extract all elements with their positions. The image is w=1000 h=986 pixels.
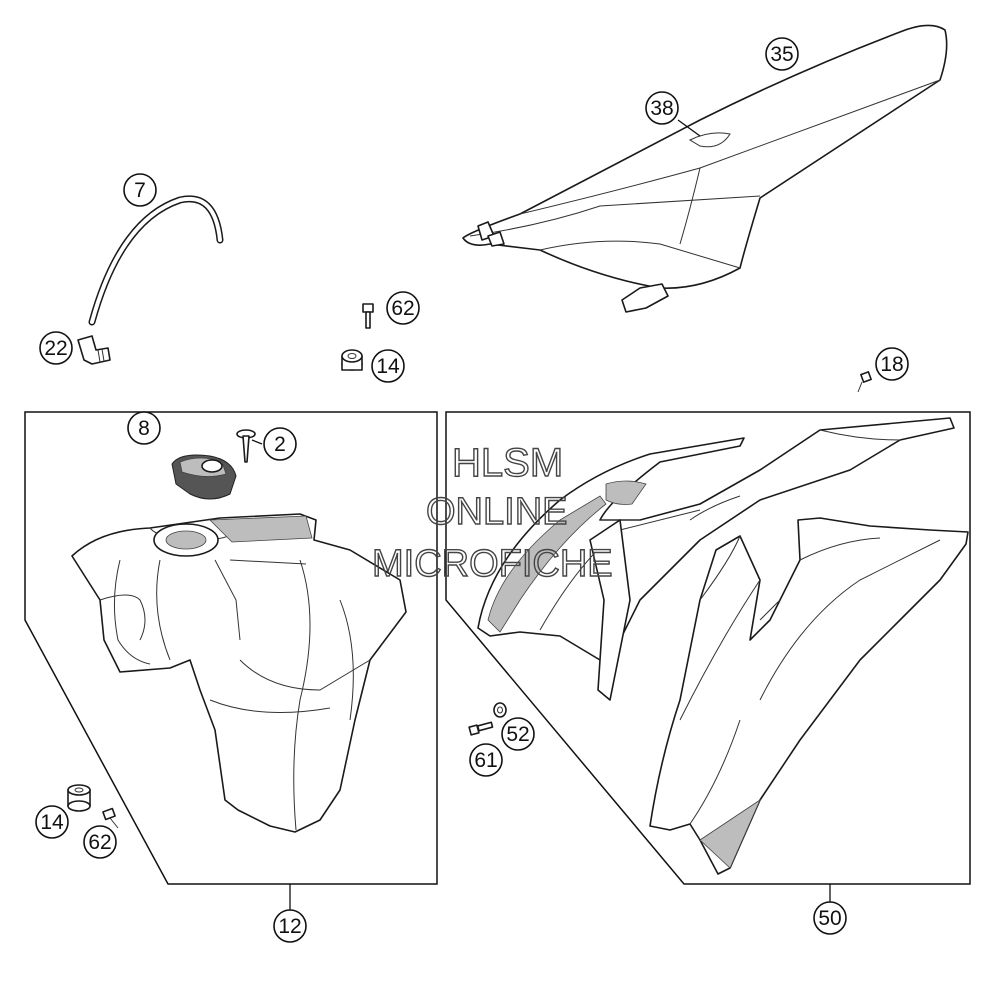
callout-12[interactable]: 12 bbox=[273, 909, 307, 943]
callout-7-label: 7 bbox=[134, 179, 146, 202]
callout-50-label: 50 bbox=[818, 907, 841, 930]
spoiler-right-part[interactable] bbox=[649, 517, 969, 875]
screw-part-61[interactable] bbox=[468, 721, 494, 736]
callout-52[interactable]: 52 bbox=[501, 717, 535, 751]
elbow-fitting-part[interactable] bbox=[77, 335, 111, 365]
callout-62-bottom-label: 62 bbox=[88, 831, 111, 854]
callout-35[interactable]: 35 bbox=[765, 37, 799, 71]
callout-62-bottom[interactable]: 62 bbox=[83, 825, 117, 859]
callout-52-label: 52 bbox=[506, 723, 529, 746]
spacer-part-bottom[interactable] bbox=[67, 784, 91, 812]
leader-lines bbox=[251, 119, 831, 910]
bolt-part-bottom[interactable] bbox=[102, 807, 119, 829]
bolt-part-18[interactable] bbox=[857, 371, 872, 393]
callout-22-label: 22 bbox=[44, 337, 67, 360]
washer-part-52[interactable] bbox=[493, 702, 507, 718]
callout-7[interactable]: 7 bbox=[123, 173, 157, 207]
fuel-hose-part[interactable] bbox=[88, 195, 224, 326]
fuel-tank-part[interactable] bbox=[71, 513, 407, 833]
callout-14-bottom-label: 14 bbox=[40, 811, 64, 834]
callout-14-top-label: 14 bbox=[376, 355, 400, 378]
screw-part[interactable] bbox=[236, 429, 256, 463]
bolt-part-top[interactable] bbox=[362, 303, 374, 329]
callout-18[interactable]: 18 bbox=[875, 347, 909, 381]
callout-62-top[interactable]: 62 bbox=[386, 291, 420, 325]
callout-50[interactable]: 50 bbox=[813, 901, 847, 935]
watermark-line-2: ONLINE bbox=[426, 491, 567, 533]
callout-38[interactable]: 38 bbox=[645, 91, 679, 125]
callout-2[interactable]: 2 bbox=[263, 427, 297, 461]
callout-8-label: 8 bbox=[138, 417, 150, 440]
callout-35-label: 35 bbox=[770, 43, 793, 66]
callout-61[interactable]: 61 bbox=[469, 743, 503, 777]
callout-18-label: 18 bbox=[880, 353, 903, 376]
callout-62-top-label: 62 bbox=[391, 297, 414, 320]
spacer-part-top[interactable] bbox=[341, 349, 363, 371]
callout-14-top[interactable]: 14 bbox=[371, 349, 405, 383]
seat-part[interactable] bbox=[462, 24, 948, 313]
watermark-line-3: MICROFICHE bbox=[372, 543, 613, 585]
callout-61-label: 61 bbox=[474, 749, 497, 772]
callout-2-label: 2 bbox=[274, 433, 286, 456]
callout-14-bottom[interactable]: 14 bbox=[35, 805, 69, 839]
watermark: HLSM ONLINE MICROFICHE bbox=[371, 440, 613, 585]
tank-cap-part[interactable] bbox=[171, 454, 237, 500]
callout-22[interactable]: 22 bbox=[39, 331, 73, 365]
tank-group-frame bbox=[24, 411, 438, 885]
callout-8[interactable]: 8 bbox=[127, 411, 161, 445]
spoiler-left-part[interactable] bbox=[477, 417, 955, 701]
watermark-line-1: HLSM bbox=[452, 441, 563, 485]
callout-12-label: 12 bbox=[278, 915, 301, 938]
spoiler-group-frame bbox=[445, 411, 971, 885]
callout-38-label: 38 bbox=[650, 97, 673, 120]
